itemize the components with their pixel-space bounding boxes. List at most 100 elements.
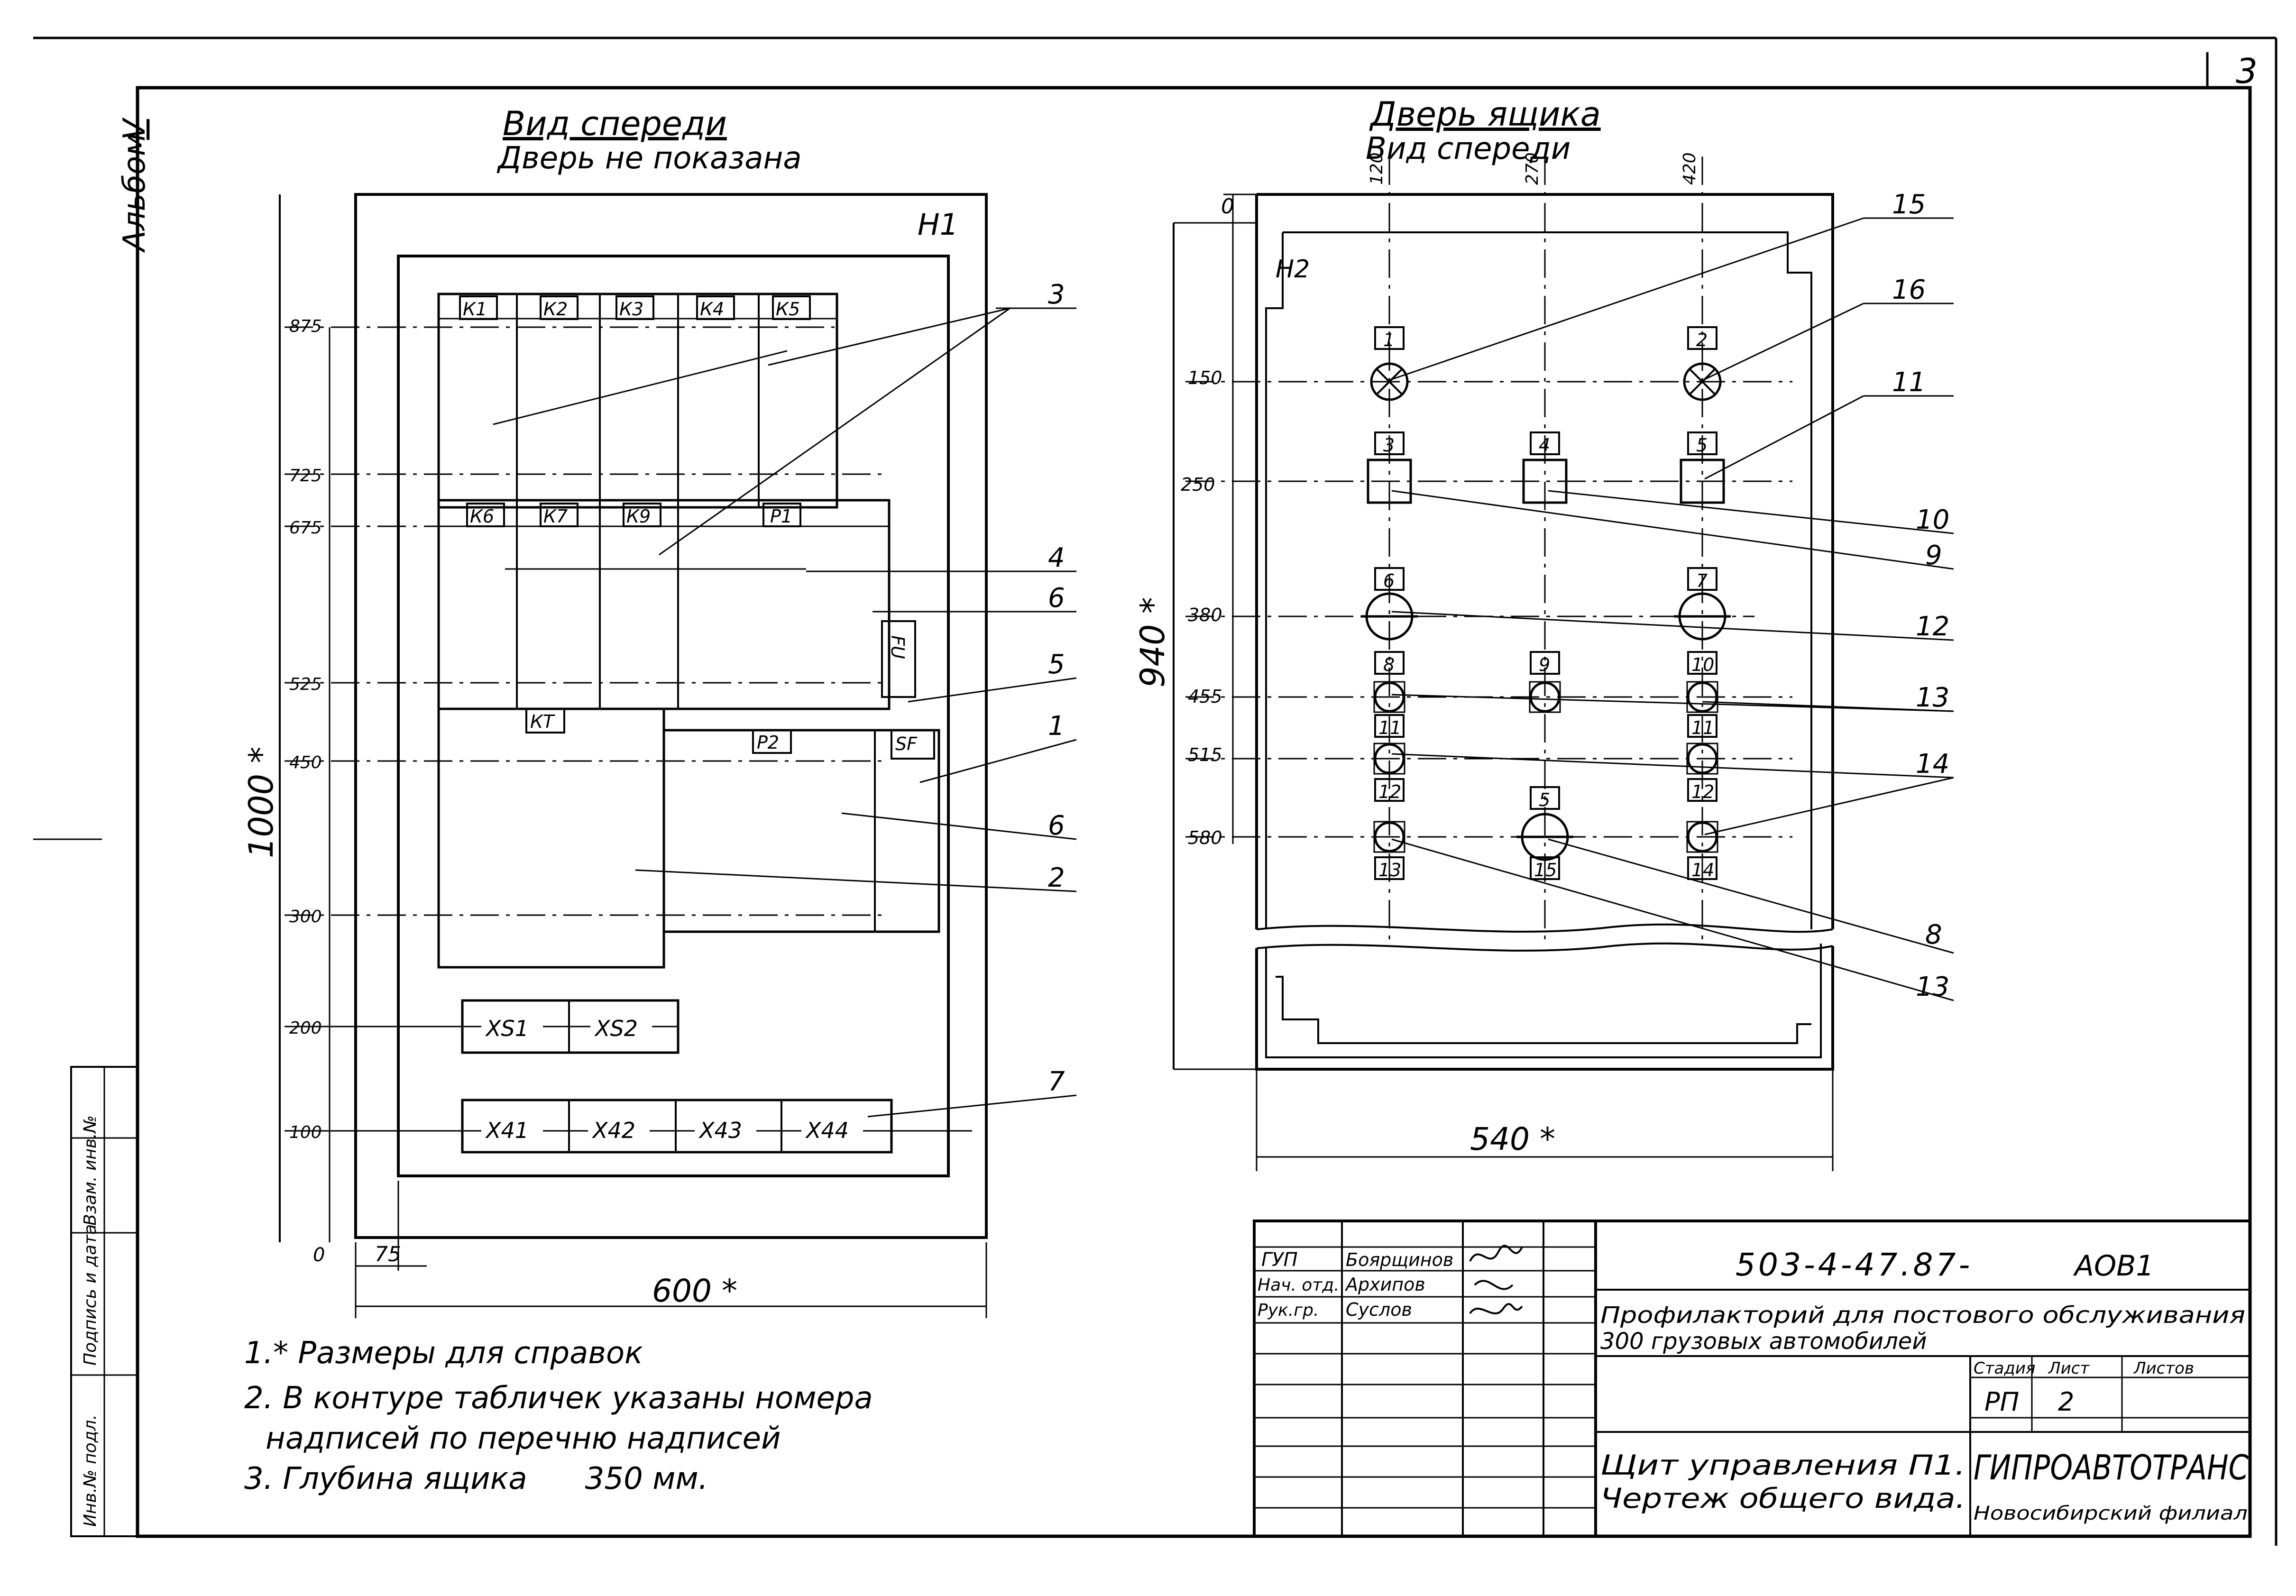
- mounting-panel: [397, 255, 950, 1177]
- front-level-675: 675: [289, 518, 322, 538]
- plate-10: 10: [1691, 654, 1714, 675]
- plate-8: 8: [1383, 654, 1395, 675]
- front-callout-5: 5: [1048, 649, 1065, 680]
- tb-stage: РП: [1984, 1387, 2019, 1417]
- tb-name-2: Архипов: [1344, 1274, 1425, 1295]
- plate-7: 7: [1696, 570, 1708, 591]
- front-level-100: 100: [289, 1123, 322, 1142]
- front-level-200: 200: [289, 1018, 322, 1038]
- door-dim-270: 270: [1523, 152, 1542, 185]
- door-callout-13a: 13: [1916, 682, 1949, 713]
- tb-role-2: Нач. отд.: [1258, 1275, 1340, 1295]
- tb-stage-header: Стадия: [1974, 1359, 2035, 1378]
- terminal-block: [461, 1099, 893, 1154]
- socket-xs2: XS2: [594, 1016, 638, 1041]
- note-2: 2. В контуре табличек указаны номера: [244, 1381, 873, 1416]
- socket-xs1: XS1: [485, 1016, 529, 1041]
- tb-name-1: Боярщинов: [1346, 1249, 1453, 1270]
- title-block: ГУП Боярщинов Нач. отд. Архипов Рук.гр. …: [1253, 1220, 2251, 1538]
- selector-b: [1674, 592, 1731, 641]
- plate-1: 1: [1383, 330, 1395, 350]
- plate-12-right: 12: [1691, 781, 1714, 802]
- door-dim-120: 120: [1367, 152, 1387, 185]
- door-inner-outline: [1265, 231, 1822, 1058]
- plate-3: 3: [1383, 435, 1395, 456]
- plate-labels: [1374, 326, 1717, 880]
- fuse-fu: FU: [887, 635, 908, 659]
- plate-11-left: 11: [1378, 717, 1401, 738]
- plate-5-lower: 5: [1539, 789, 1550, 810]
- terminal-x42: Х42: [592, 1118, 635, 1143]
- door-width-dim: 540 *: [1470, 1121, 1555, 1157]
- panel-label-h1: Н1: [918, 207, 958, 242]
- lamp-15: [1370, 362, 1409, 401]
- plate-11-right: 11: [1691, 717, 1714, 738]
- tb-drawing-title-2: Чертеж общего вида.: [1600, 1482, 1965, 1514]
- plate-4: 4: [1539, 435, 1550, 456]
- relay-k2: К2: [543, 299, 568, 320]
- front-callout-6a: 6: [1048, 583, 1065, 614]
- plate-6: 6: [1383, 570, 1395, 591]
- tb-sheet: 2: [2058, 1387, 2074, 1417]
- plate-9: 9: [1539, 654, 1550, 675]
- plate-2: 2: [1696, 330, 1708, 350]
- door-level-515: 515: [1188, 744, 1222, 765]
- switch-a: [1367, 459, 1412, 504]
- door-dim-420: 420: [1680, 152, 1699, 185]
- stamp-signature-date: Подпись и дата: [81, 1224, 100, 1366]
- front-callout-7: 7: [1048, 1066, 1065, 1097]
- door-level-580: 580: [1188, 827, 1222, 848]
- door-callout-14: 14: [1916, 749, 1949, 780]
- front-callout-3: 3: [1048, 279, 1065, 310]
- tb-role-3: Рук.гр.: [1258, 1301, 1319, 1320]
- plate-5: 5: [1696, 435, 1708, 456]
- door-callout-11: 11: [1892, 367, 1926, 398]
- notes: 1.* Размеры для справок 2. В контуре таб…: [244, 1336, 873, 1496]
- switch-b: [1522, 459, 1568, 504]
- pushbutton-row-580: [1373, 813, 1718, 861]
- tb-name-3: Суслов: [1346, 1299, 1412, 1320]
- door-callout-13b: 13: [1916, 972, 1949, 1002]
- door-dim-0: 0: [1221, 194, 1234, 219]
- relay-k5: К5: [776, 299, 800, 320]
- relay-k7: К7: [543, 506, 568, 527]
- front-level-525: 525: [289, 675, 322, 694]
- front-callout-1: 1: [1048, 711, 1065, 742]
- door-callout-15: 15: [1892, 189, 1926, 220]
- door-level-380: 380: [1188, 605, 1222, 625]
- switch-c: [1680, 459, 1725, 504]
- pushbutton-row-515: [1373, 743, 1718, 775]
- terminal-x43: Х43: [698, 1118, 742, 1143]
- relay-k3: К3: [619, 299, 643, 320]
- enclosure-outline: [354, 193, 988, 1239]
- drawing-frame: [33, 37, 2278, 1546]
- door-callout-16: 16: [1892, 275, 1926, 305]
- door-level-250: 250: [1181, 474, 1215, 495]
- selector-a: [1361, 592, 1418, 641]
- tb-sheet-header: Лист: [2048, 1359, 2090, 1378]
- album-label-text: Альбом: [117, 133, 152, 253]
- front-height-dim: 1000 *: [242, 747, 281, 858]
- note-3: 3. Глубина ящика 350 мм.: [244, 1461, 708, 1496]
- tb-document-code: 503-4-47.87-: [1736, 1247, 1973, 1283]
- front-level-875: 875: [289, 317, 322, 336]
- door-level-150: 150: [1188, 367, 1222, 388]
- signatures: [1469, 1245, 1523, 1314]
- front-level-450: 450: [289, 753, 322, 772]
- front-callout-4: 4: [1048, 542, 1065, 573]
- left-stamp: Инв.№ подл. Подпись и дата Взам. инв.№: [70, 1066, 138, 1537]
- relay-p2: Р2: [757, 732, 779, 753]
- relay-k4: К4: [700, 299, 724, 320]
- pushbutton-row-455: [1373, 681, 1718, 713]
- front-level-725: 725: [289, 466, 322, 486]
- relay-k6: К6: [470, 506, 494, 527]
- tb-org-name: ГИПРОАВТОТРАНС: [1974, 1448, 2249, 1487]
- door-callout-9: 9: [1925, 540, 1942, 571]
- front-level-0: 0: [313, 1244, 325, 1266]
- terminal-x44: Х44: [805, 1118, 849, 1143]
- tb-sheets-header: Листов: [2133, 1359, 2194, 1378]
- door-view: Дверь ящика Вид спереди Н2 0 120 270 420…: [1133, 95, 1954, 1171]
- lamp-16: [1683, 362, 1722, 401]
